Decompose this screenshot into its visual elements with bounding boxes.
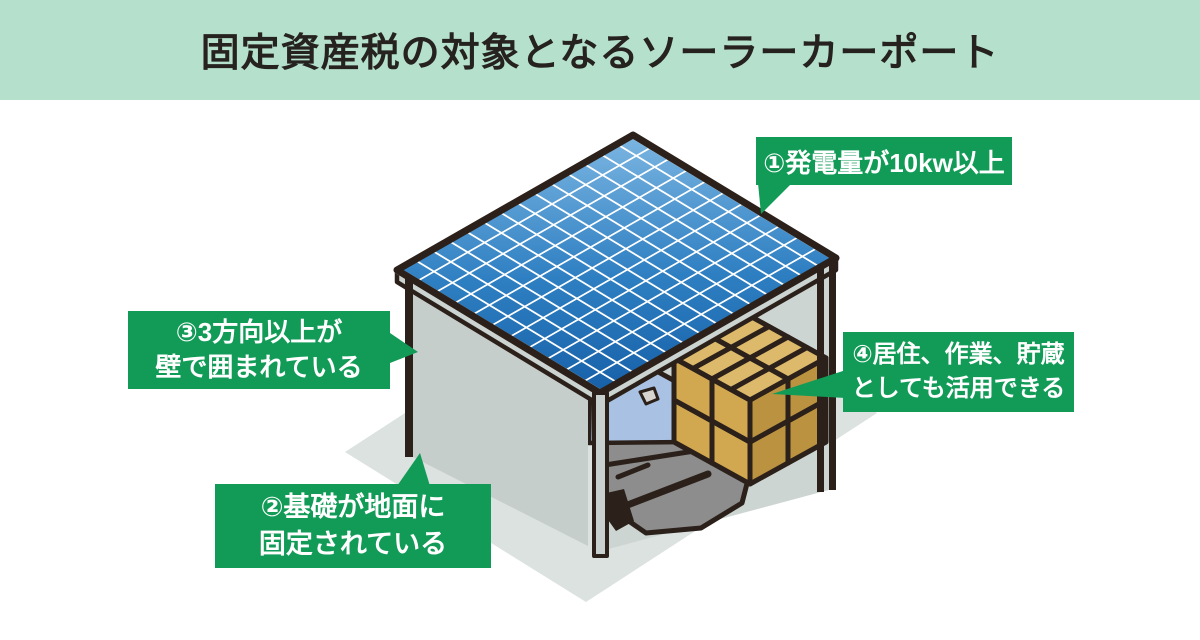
box-column-front — [709, 355, 791, 487]
callout-line: 固定されている — [258, 529, 448, 559]
callout4-tail — [772, 370, 846, 398]
callout-foundation: ②基礎が地面に 固定されている — [215, 484, 491, 568]
callout-line: ③3方向以上が — [175, 317, 343, 347]
post-left — [405, 279, 413, 457]
callout-line: ①発電量が10kw以上 — [763, 147, 1005, 178]
car-grille-slit-small — [615, 462, 651, 480]
car-mirror — [638, 386, 660, 406]
title-band: 固定資産税の対象となるソーラーカーポート — [0, 0, 1200, 100]
callout3-tail — [390, 333, 418, 363]
roof-frame — [393, 131, 840, 397]
callout-line: としても活用できる — [851, 375, 1066, 402]
left-wall — [409, 281, 588, 546]
car-wheel — [602, 489, 634, 531]
callout1-tail — [758, 183, 792, 214]
post-front — [592, 391, 609, 558]
callout-power-output: ①発電量が10kw以上 — [756, 137, 1012, 185]
callout-line: 壁で囲まれている — [155, 352, 363, 382]
callout-line: ④居住、作業、貯蔵 — [852, 341, 1065, 368]
callout-line: ②基礎が地面に — [260, 492, 446, 522]
callout-walls: ③3方向以上が 壁で囲まれている — [128, 311, 390, 389]
callout2-tail — [397, 453, 430, 486]
car-grille-slit — [621, 470, 712, 510]
page-title: 固定資産税の対象となるソーラーカーポート — [200, 32, 1000, 75]
callout-usage: ④居住、作業、貯蔵 としても活用できる — [843, 332, 1074, 412]
